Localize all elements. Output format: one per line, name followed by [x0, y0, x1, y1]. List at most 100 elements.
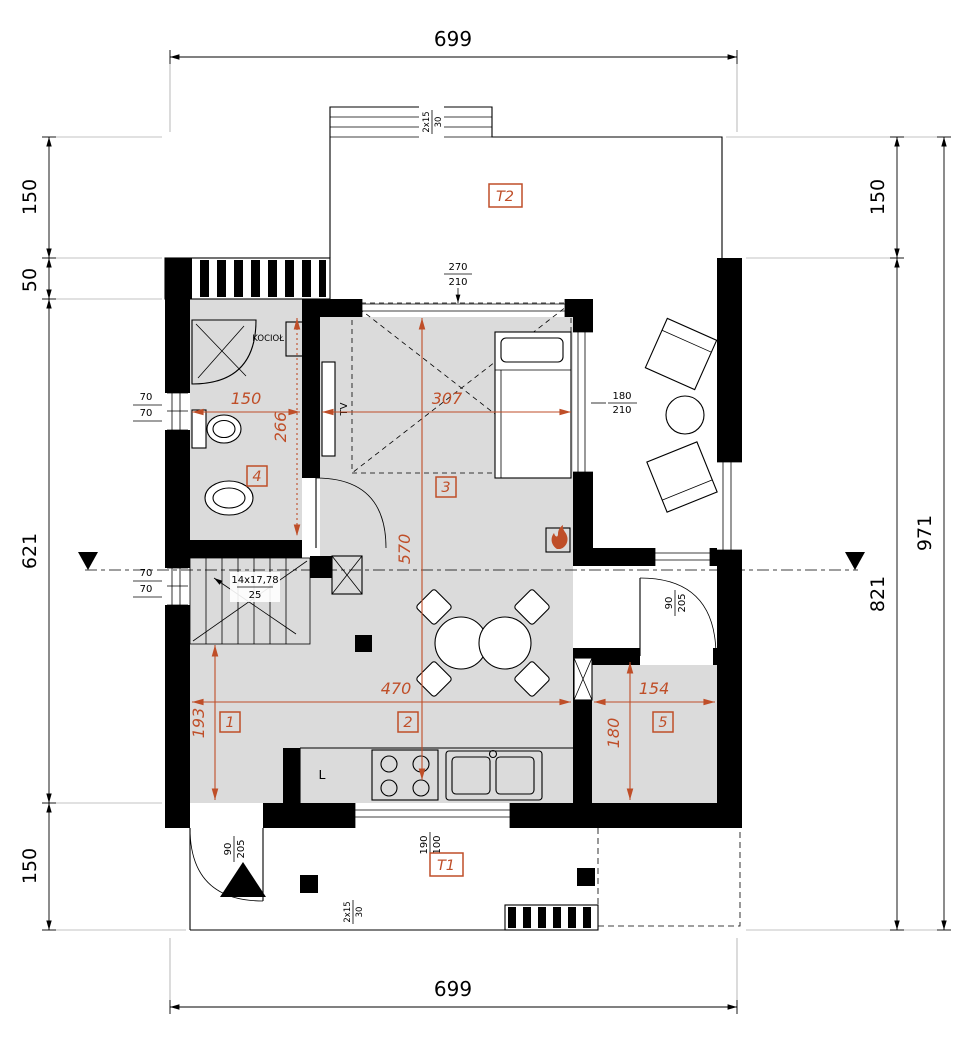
wall-bottom-center	[510, 803, 592, 828]
kitchen-window-width: 190	[419, 835, 430, 854]
room-label-1: 1	[225, 715, 234, 731]
wall-right-upper	[717, 258, 742, 462]
steps-bottom-label: 2x15 30	[340, 896, 365, 928]
dim-room5-width: 154	[639, 679, 670, 698]
wall-fireplace	[573, 472, 593, 566]
wall-bedroom-right-upper	[573, 299, 593, 332]
room-label-2: 2	[403, 715, 412, 731]
room5-floor	[592, 665, 717, 803]
doors: 90 205 90 205	[189, 477, 717, 902]
wall-room5-top-right	[713, 648, 717, 665]
entry-door-width: 90	[223, 843, 234, 856]
stairs: 14x17,78 25	[189, 557, 311, 645]
dim-living-left: 193	[189, 708, 208, 739]
stove	[371, 749, 439, 801]
roof-window-width: 270	[448, 262, 467, 273]
dim-right-821: 821	[867, 576, 889, 612]
bed-window-width: 180	[612, 391, 631, 402]
tv-cabinet	[321, 361, 336, 457]
left-window-lower-size: 70	[140, 584, 153, 595]
tv-label-group: TV	[339, 402, 350, 416]
door-bathroom-arc	[315, 477, 387, 549]
terrace-column	[577, 868, 595, 886]
sink-faucet	[488, 749, 498, 759]
section-line	[78, 552, 865, 571]
terrace-steps-hatch	[508, 907, 591, 928]
terrace-chair	[646, 441, 718, 513]
room-labels: 1 2 3 4 5 T1 T2	[219, 183, 674, 877]
sink-basin	[451, 756, 491, 795]
kitchen: L	[299, 747, 573, 803]
wall-corridor-top-right	[710, 548, 717, 566]
entry-door-size: 90 205	[223, 836, 247, 862]
terrace-steps-band	[504, 904, 599, 931]
terrace-column	[300, 875, 318, 893]
room5-door-width: 90	[664, 597, 675, 610]
chimney-diagonal	[573, 657, 593, 701]
stove-burner	[412, 779, 430, 797]
fireplace-flame-icon	[551, 525, 568, 549]
steps-top-size: 2x15	[422, 111, 432, 132]
door-room5-arc	[639, 577, 717, 657]
walls	[164, 257, 742, 828]
dim-right-150: 150	[867, 179, 889, 215]
shower-cross	[197, 325, 245, 379]
stairs-count-label: 14x17,78	[231, 575, 278, 586]
wall-bottom-left	[263, 803, 355, 828]
room-label-3: 3	[441, 480, 450, 496]
left-window-lower-size: 70	[140, 568, 153, 579]
wall-corridor-top-left	[593, 548, 655, 566]
dim-left-150-top: 150	[19, 179, 41, 215]
dim-bath-width: 150	[231, 389, 262, 408]
shower	[191, 319, 257, 385]
entry-arrow	[220, 862, 266, 897]
tv-label: TV	[339, 402, 350, 416]
room5-door-height: 205	[677, 593, 688, 612]
section-arrow-left	[78, 552, 98, 570]
wall-right-lower	[717, 550, 742, 828]
door-entry-arc	[189, 827, 264, 902]
opening-labels: 270 210 180 210 70 70 70 70 190 100	[133, 262, 637, 858]
steps-bottom-size: 2x15	[343, 901, 353, 922]
terrace-t1: 2x15 30	[189, 828, 741, 931]
stairs-direction-arrow	[213, 577, 297, 635]
section-arrow-right	[845, 552, 865, 570]
left-window-upper-size: 70	[140, 408, 153, 419]
roof-window-projection	[351, 302, 572, 474]
roof-window-diagonal	[351, 302, 572, 474]
room-label-t1: T1	[437, 858, 455, 874]
dim-left-150-bottom: 150	[19, 848, 41, 884]
terrace-chair	[644, 317, 718, 391]
bed-pillow	[500, 337, 564, 363]
outer-dimensions: 699 699 150 50 621 150 150 821 971	[19, 27, 951, 1014]
dim-bedroom-width: 307	[432, 389, 463, 408]
toilet-bowl	[206, 414, 242, 444]
roof-window-height: 210	[448, 277, 467, 288]
dim-left-621: 621	[19, 533, 41, 569]
toilet-bowl-inner	[212, 419, 236, 439]
wall-room5-top-left	[592, 648, 640, 665]
room5-door-size: 90 205	[664, 590, 688, 616]
stove-burner	[380, 755, 398, 773]
wall-kitchen-stub	[283, 748, 300, 803]
stove-burner	[380, 779, 398, 797]
toilet-tank	[191, 409, 207, 449]
dining-chair	[514, 589, 550, 625]
dim-bottom-overall: 699	[434, 977, 472, 1001]
dim-top-overall: 699	[434, 27, 472, 51]
stairs-width-label: 25	[249, 590, 262, 601]
fireplace-box	[545, 527, 571, 553]
windows	[167, 299, 742, 828]
wall-stair-block	[310, 556, 332, 578]
dim-room5-height: 180	[604, 718, 623, 749]
dim-left-50: 50	[19, 268, 41, 292]
shaft-box	[331, 555, 363, 595]
sink-basin	[495, 756, 535, 795]
wall-bedroom-top-left	[320, 299, 362, 317]
dining-chair	[514, 661, 550, 697]
dim-right-971: 971	[914, 515, 936, 551]
room-label-4: 4	[252, 469, 261, 485]
dim-living-width: 470	[381, 679, 412, 698]
